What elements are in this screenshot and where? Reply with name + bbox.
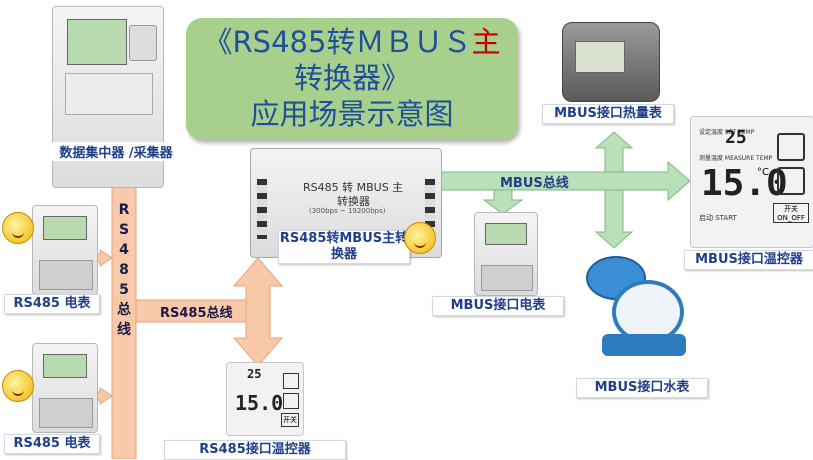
title-line-1-text: 《RS485转ＭＢＵＳ <box>203 25 472 59</box>
converter-rate-text: (300bps ~ 19200bps) <box>309 207 386 215</box>
mbus-meter-lcd <box>485 223 527 245</box>
converter-label-line-2: 换器 <box>330 247 357 262</box>
rs485-vertical-bus-label: R S 4 8 5 总 线 <box>112 200 136 340</box>
smiley-icon <box>2 370 34 402</box>
heat-meter-lcd <box>575 41 625 73</box>
smiley-icon <box>2 212 34 244</box>
mbus-thermo-room-label: 测量温度 MEASURE TEMP <box>699 155 773 162</box>
rs485-vertical-char: 4 <box>119 242 129 258</box>
converter-label-line-1: RS485转MBUS主转 <box>279 231 409 246</box>
mbus-bus-label: MBUS总线 <box>500 176 569 191</box>
rs485-bus-label: RS485总线 <box>160 306 233 321</box>
mbus-thermo-onoff: 开关 ON_OFF <box>773 203 809 223</box>
mbus-meter-terminal <box>481 265 533 291</box>
title-line-1: 《RS485转ＭＢＵＳ主 <box>186 24 518 60</box>
mbus-water-meter-label: MBUS接口水表 <box>576 378 708 398</box>
converter-label: RS485转MBUS主转 换器 <box>278 230 410 264</box>
rs485-thermo-reading: 15.0 <box>235 391 284 415</box>
mbus-thermostat: 设定温度 SET TEMP 25 测量温度 MEASURE TEMP 15.0 … <box>690 116 813 248</box>
rs485-thermostat-label: RS485接口温控器 <box>164 440 346 460</box>
rs485-meter-1 <box>32 205 98 295</box>
meter-2-terminal <box>39 398 93 428</box>
rs485-thermostat: 25 15.0 开关 <box>226 362 304 436</box>
mbus-thermo-start: 启动 START <box>699 214 737 222</box>
converter-face-text-2: 转换器 <box>337 195 370 208</box>
rs485-vertical-bus <box>111 174 137 459</box>
rs485-meter-1-label: RS485 电表 <box>4 294 100 314</box>
title-line-1-red: 主 <box>471 25 501 59</box>
mbus-meter-label: MBUS接口电表 <box>432 296 564 316</box>
mbus-thermo-set: 25 <box>725 127 747 148</box>
rs485-thermo-up-button <box>283 373 299 389</box>
mbus-meter <box>474 212 538 296</box>
converter-terminal-left <box>257 179 267 239</box>
rs485-thermo-set: 25 <box>247 367 262 381</box>
concentrator-nameplate <box>65 73 153 115</box>
mbus-thermo-down-button <box>777 167 805 195</box>
concentrator-lcd <box>67 19 127 65</box>
mbus-thermo-set-label: 设定温度 SET TEMP <box>699 129 755 136</box>
rs485-vertical-char: 8 <box>119 262 129 278</box>
rs485-meter-2-label: RS485 电表 <box>4 434 100 454</box>
meter-1-terminal <box>39 260 93 290</box>
meter-2-lcd <box>43 354 87 378</box>
mbus-down-arrow-water <box>594 189 634 249</box>
converter-face-text: RS485 转 MBUS 主 <box>303 181 404 194</box>
mbus-up-arrow-heat <box>594 131 634 173</box>
rs485-vertical-char: 线 <box>117 322 131 338</box>
mbus-thermo-unit: °C <box>757 167 769 178</box>
converter-terminal-right <box>425 179 435 239</box>
meter-1-lcd <box>43 216 87 240</box>
mbus-heat-meter-label: MBUS接口热量表 <box>542 104 674 124</box>
rs485-vertical-char: S <box>118 222 130 238</box>
mbus-drop-arrow-meter <box>482 189 524 215</box>
mbus-thermo-reading: 15.0 <box>701 163 788 204</box>
rs485-vertical-char: 总 <box>117 302 131 318</box>
rs485-meter-2 <box>32 343 98 433</box>
concentrator-keypad <box>129 25 157 61</box>
mbus-thermostat-label: MBUS接口温控器 <box>684 250 813 270</box>
rs485-vertical-char: R <box>118 202 130 218</box>
mbus-horizontal-bus <box>439 160 691 202</box>
smiley-icon <box>404 222 436 254</box>
rs485-thermo-down-button <box>283 393 299 409</box>
mbus-thermo-up-button <box>777 133 805 161</box>
mbus-water-meter <box>572 250 702 370</box>
concentrator-label: 数据集中器 /采集器 <box>46 142 186 161</box>
title-line-3: 应用场景示意图 <box>250 97 454 131</box>
water-meter-body <box>602 334 686 356</box>
rs485-vertical-char: 5 <box>119 282 129 298</box>
rs485-thermo-onoff: 开关 <box>281 413 299 427</box>
mbus-heat-meter <box>562 22 660 102</box>
diagram-title: 《RS485转ＭＢＵＳ主 转换器》 应用场景示意图 <box>186 18 518 140</box>
title-line-2: 转换器》 <box>293 61 410 95</box>
